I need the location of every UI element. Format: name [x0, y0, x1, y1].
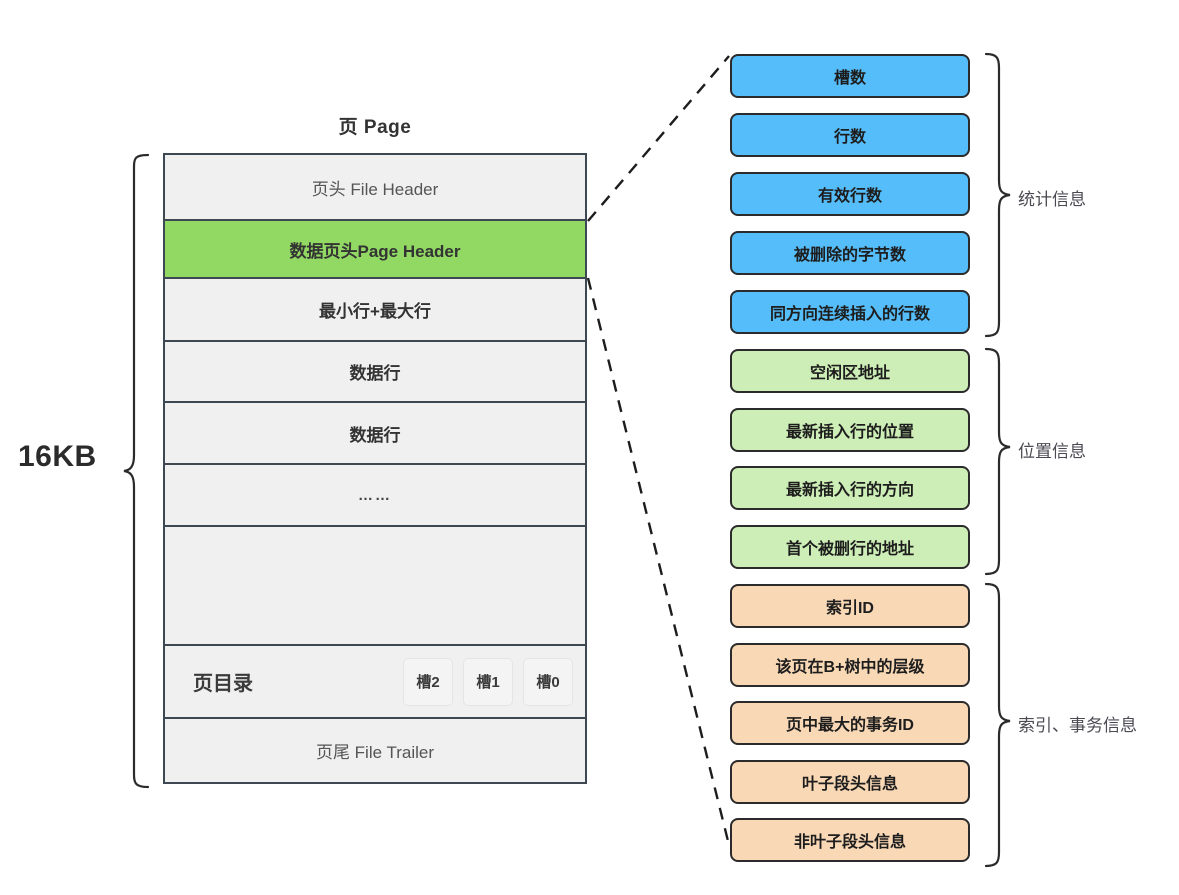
- page-row-infimum-supremum: 最小行+最大行: [165, 279, 585, 342]
- page-row-user-record-2: 数据行: [165, 403, 585, 465]
- page-row-label: 最小行+最大行: [319, 302, 431, 321]
- connector-lower-dashed: [586, 277, 731, 846]
- page-row-free-space: [165, 527, 585, 646]
- page-size-label: 16KB: [18, 440, 97, 473]
- connector-upper-dashed: [587, 55, 730, 222]
- detail-box-valid-row-count[interactable]: 有效行数: [730, 172, 970, 216]
- page-title: 页 Page: [338, 117, 412, 138]
- detail-box-same-direction-inserts[interactable]: 同方向连续插入的行数: [730, 290, 970, 334]
- page-row-label: 数据行: [349, 364, 401, 383]
- slot-0[interactable]: 槽0: [523, 657, 573, 706]
- page-row-label: 数据页头Page Header: [289, 241, 461, 261]
- detail-box-last-insert-position[interactable]: 最新插入行的位置: [730, 408, 970, 452]
- brace-position: [984, 347, 1011, 576]
- page-row-file-trailer: 页尾 File Trailer: [165, 719, 585, 782]
- group-label-position: 位置信息: [1018, 442, 1086, 461]
- page-row-user-record-1: 数据行: [165, 342, 585, 403]
- slot-2[interactable]: 槽2: [403, 657, 453, 706]
- page-row-label: 数据行: [349, 425, 401, 445]
- detail-box-deleted-bytes[interactable]: 被删除的字节数: [730, 231, 970, 275]
- brace-statistics: [984, 52, 1011, 338]
- ellipsis-label: ……: [358, 486, 392, 504]
- page-row-page-header: 数据页头Page Header: [165, 221, 585, 279]
- detail-box-row-count[interactable]: 行数: [730, 113, 970, 157]
- detail-box-first-deleted-address[interactable]: 首个被删行的地址: [730, 525, 970, 569]
- group-label-statistics: 统计信息: [1018, 190, 1086, 209]
- page-row-file-header: 页头 File Header: [165, 155, 585, 221]
- page-row-ellipsis: ……: [165, 465, 585, 527]
- slot-group: 槽2 槽1 槽0: [403, 657, 573, 706]
- page-row-label: 页头 File Header: [311, 179, 439, 199]
- slot-1[interactable]: 槽1: [463, 657, 513, 706]
- detail-box-slot-count[interactable]: 槽数: [730, 54, 970, 98]
- page-directory-label: 页目录: [193, 673, 253, 695]
- page-row-label: 页尾 File Trailer: [315, 743, 435, 762]
- detail-box-nonleaf-segment-header[interactable]: 非叶子段头信息: [730, 818, 970, 862]
- detail-box-last-insert-direction[interactable]: 最新插入行的方向: [730, 466, 970, 510]
- page-row-page-directory: 页目录 槽2 槽1 槽0: [165, 646, 585, 719]
- brace-index-trx: [984, 582, 1011, 868]
- page-size-brace: [123, 153, 150, 789]
- detail-box-free-space-address[interactable]: 空闲区地址: [730, 349, 970, 393]
- detail-box-index-id[interactable]: 索引ID: [730, 584, 970, 628]
- detail-box-btree-level[interactable]: 该页在B+树中的层级: [730, 643, 970, 687]
- detail-box-leaf-segment-header[interactable]: 叶子段头信息: [730, 760, 970, 804]
- page-structure-table: 页头 File Header 数据页头Page Header 最小行+最大行 数…: [163, 153, 587, 784]
- group-label-index-trx: 索引、事务信息: [1018, 716, 1137, 735]
- detail-box-max-trx-id[interactable]: 页中最大的事务ID: [730, 701, 970, 745]
